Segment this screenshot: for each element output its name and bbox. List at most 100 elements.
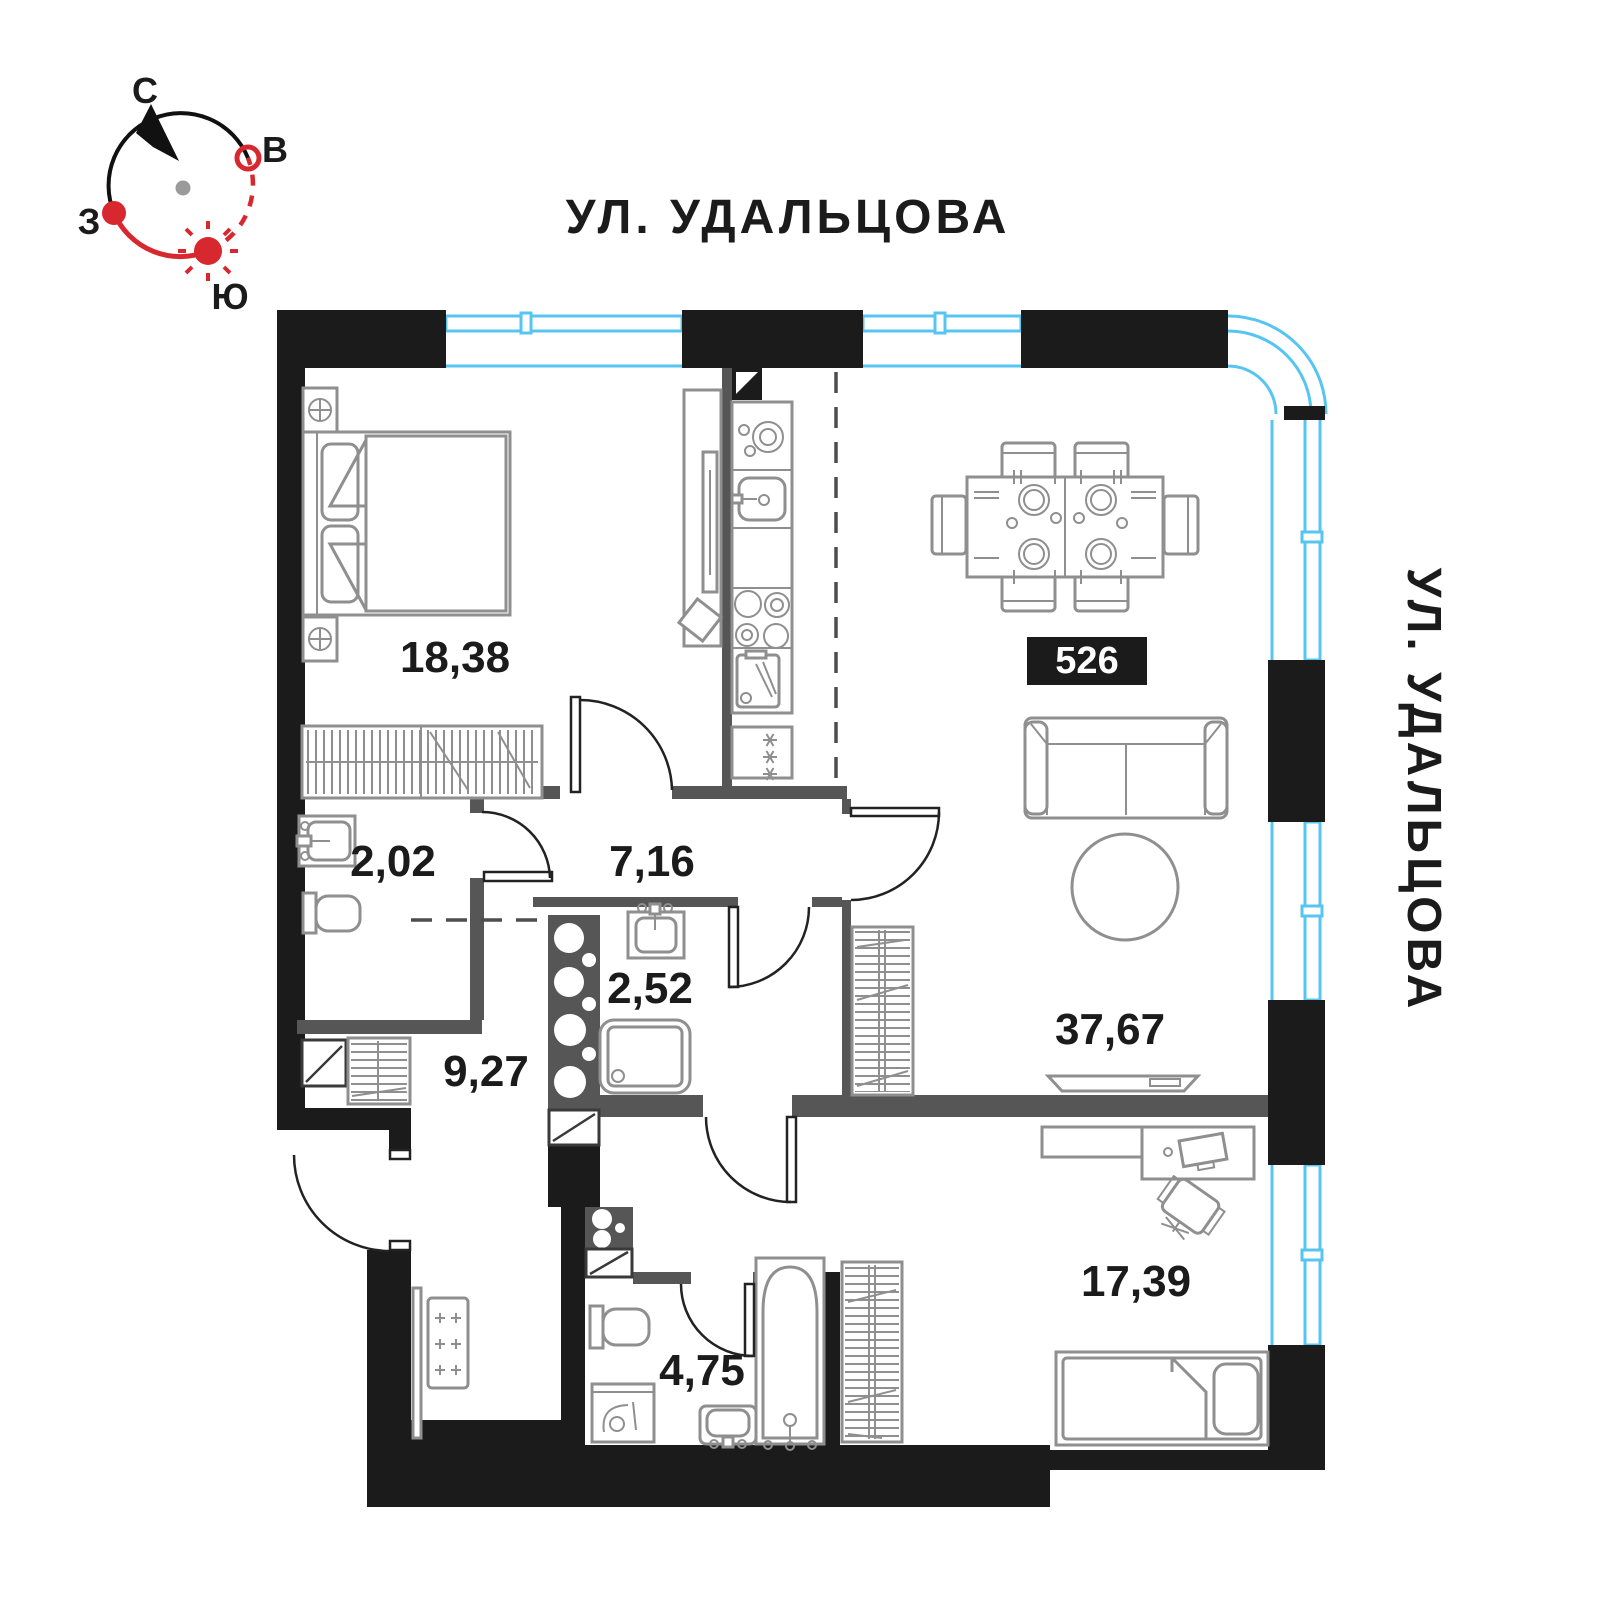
apartment-number: 526 <box>1055 640 1118 682</box>
wall-passage-stub <box>792 1095 842 1117</box>
area-corridor: 9,27 <box>443 1047 529 1096</box>
compass-center-dot <box>175 180 191 196</box>
monitor-icon <box>1177 1131 1229 1172</box>
compass-label-north: С <box>132 70 158 111</box>
double-bed <box>301 430 512 617</box>
wardrobe-living <box>850 925 915 1097</box>
wall-shower-north-east <box>812 897 842 907</box>
dining-set <box>930 441 1200 613</box>
vestibule-furniture <box>411 1286 470 1440</box>
compass-arc-southwest <box>111 212 209 260</box>
wall-living-west <box>842 900 851 1095</box>
chair <box>930 494 968 556</box>
door-wc <box>481 810 554 883</box>
tv-living <box>1044 1074 1202 1093</box>
wall-wc-south <box>297 1020 482 1034</box>
fridge-icon <box>730 725 794 781</box>
wc-sink-icon <box>295 814 357 868</box>
wall-right-3 <box>1268 1000 1325 1165</box>
mirror <box>411 1286 423 1440</box>
door-bedroom2 <box>704 1115 798 1204</box>
window-top-1 <box>444 314 684 333</box>
sofa <box>1023 716 1229 820</box>
chair <box>1000 573 1057 613</box>
pillow <box>1212 1362 1260 1436</box>
wall-vestibule-bath-divider <box>561 1207 585 1445</box>
door-bathroom <box>679 1282 756 1358</box>
bedroom1-furniture <box>300 386 724 800</box>
compass-east-ring <box>234 144 262 172</box>
door-bedroom1 <box>569 695 674 794</box>
wall-bottom-right-thin <box>1050 1450 1268 1470</box>
wall-left <box>277 310 305 1130</box>
window-right-3-mullion <box>1300 1248 1324 1262</box>
wc-toilet-icon <box>301 891 362 935</box>
hob-icon <box>734 590 790 649</box>
wall-entry-bottom <box>367 1250 411 1445</box>
mouse-icon <box>1163 1147 1173 1157</box>
kitchen-sink-icon <box>730 476 787 522</box>
wall-vestibule-bottom <box>367 1420 569 1445</box>
wall-right-2 <box>1268 660 1325 822</box>
doors <box>292 695 941 1358</box>
kitchen-unit-icon <box>735 649 781 709</box>
area-bedroom2: 17,39 <box>1081 1257 1191 1306</box>
window-right-2-mullion <box>1300 904 1324 918</box>
office-chair <box>1156 1174 1226 1241</box>
wall-bottom-thick <box>367 1445 1050 1507</box>
street-label-right: УЛ. УДАЛЬЦОВА <box>1397 568 1450 1013</box>
bathroom-furniture <box>588 1256 826 1451</box>
bath-toilet-icon <box>588 1304 651 1350</box>
wall-wc-right-stub <box>470 799 484 813</box>
wall-right-1-tick <box>1284 406 1325 420</box>
tv-panel-bedroom1 <box>676 388 724 648</box>
utility-shafts <box>300 915 634 1279</box>
bathtub-icon <box>754 1256 826 1451</box>
chair <box>1000 441 1057 481</box>
compass-label-south: Ю <box>211 276 248 317</box>
wall-shaft-block <box>548 1145 600 1207</box>
wall-wc-right <box>470 878 484 1020</box>
bath-sink-icon <box>698 1404 758 1449</box>
door-entrance <box>292 1148 412 1253</box>
wardrobe-bedroom1 <box>300 724 544 800</box>
wall-top-3 <box>1021 310 1228 368</box>
window-top-2-mullion <box>933 311 947 335</box>
area-living: 37,67 <box>1055 1005 1165 1054</box>
shower-furniture <box>598 902 692 1095</box>
exterior-walls <box>277 310 1325 1507</box>
compass-west-dot <box>102 201 126 225</box>
compass-label-west: З <box>78 201 101 242</box>
north-arrow-icon <box>136 104 179 161</box>
wall-bedroom-kitchen <box>722 368 732 786</box>
area-bathroom: 4,75 <box>659 1346 745 1395</box>
niche-shelves <box>346 1036 412 1106</box>
compass-label-east: В <box>262 129 288 170</box>
lamp-icon <box>308 627 332 651</box>
dish-drainer-icon <box>738 421 784 457</box>
window-corner-curved <box>1227 314 1328 415</box>
shower-tray-icon <box>598 1018 692 1095</box>
door-living <box>849 806 941 902</box>
living-furniture <box>850 716 1229 1097</box>
kitchen-shaft-fold <box>736 372 758 394</box>
wall-kitchen-south <box>672 786 847 799</box>
wall-bathroom-north-1 <box>633 1272 691 1284</box>
washing-machine-icon <box>590 1382 656 1444</box>
wall-right-4 <box>1268 1345 1325 1470</box>
chair <box>1162 494 1200 556</box>
wardrobe-bedroom2 <box>840 1260 904 1444</box>
apartment-badge: 526 <box>1027 637 1147 685</box>
bedroom2-furniture <box>840 1125 1270 1447</box>
coffee-table <box>1070 832 1180 942</box>
area-bedroom1: 18,38 <box>400 633 510 682</box>
wall-top-1 <box>277 310 446 368</box>
badge-background <box>1027 637 1147 685</box>
window-top-1-mullion <box>519 311 533 335</box>
compass-rose: С В З Ю <box>78 70 288 317</box>
street-label-top: УЛ. УДАЛЬЦОВА <box>566 191 1011 244</box>
window-right-1-mullion <box>1300 530 1324 544</box>
lamp-icon <box>308 398 332 422</box>
